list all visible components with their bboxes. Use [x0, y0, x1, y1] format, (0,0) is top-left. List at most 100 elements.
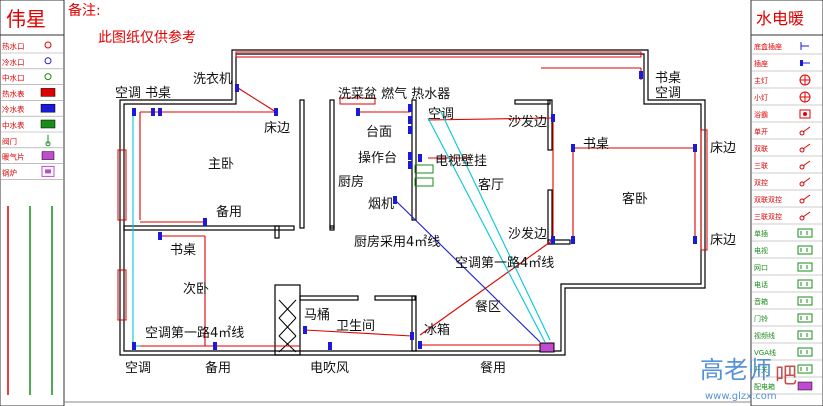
cold-water-meter-icon — [40, 103, 56, 113]
triple-dual-control-icon — [799, 211, 811, 221]
plan-label-dining: 餐用 — [480, 360, 506, 376]
socket-marker — [203, 218, 207, 226]
phone-port-icon — [797, 279, 813, 289]
socket-icon — [800, 60, 810, 66]
socket-marker — [408, 116, 412, 124]
switch-icon — [797, 364, 813, 374]
boiler-icon — [41, 165, 55, 177]
plan-label-counter: 台面 — [366, 125, 392, 140]
plan-label-second-bedroom: 次卧 — [183, 281, 209, 297]
watermark-text: 高老师 — [700, 356, 772, 384]
power-wires — [139, 67, 696, 347]
distribution-box — [539, 342, 555, 353]
plan-label-ac-top-right: 空调 — [655, 86, 681, 101]
plan-label-kitchen-wire: 厨房采用4㎡线 — [354, 234, 440, 250]
window-kitchen — [339, 97, 376, 105]
watermark-sub: 吧 — [775, 364, 797, 389]
socket-marker — [639, 71, 643, 79]
right-legend-label: 视频线 — [754, 331, 775, 340]
hot-water-outlet-circle-icon — [44, 41, 52, 49]
bath-heater-icon — [799, 109, 811, 119]
floor-plan-walls — [119, 49, 706, 356]
right-legend-label: 配电箱 — [754, 382, 775, 391]
plan-label-bedside-master: 床边 — [264, 121, 290, 136]
plan-label-bathroom: 卫生间 — [336, 319, 375, 334]
plan-label-spare-bottom: 备用 — [205, 360, 231, 376]
notes-title: 备注: — [68, 2, 101, 19]
plan-label-hair-dryer: 电吹风 — [310, 361, 349, 376]
watermark: 高老师 吧 www.glzx.com — [700, 356, 797, 402]
plan-label-range-hood: 烟机 — [368, 197, 394, 212]
right-legend-panel: 水电暖 底盒插座插座主灯小灯浴霸单开双联三联双控双联双控三联双控单插电视网口电话… — [750, 0, 823, 406]
right-legend-label: 音箱 — [754, 297, 768, 306]
left-legend-label: 中水口 — [2, 73, 25, 83]
right-legend-label: 底盒插座 — [754, 42, 782, 51]
network-port-icon — [797, 262, 813, 272]
plan-label-ac-center: 空调 — [428, 107, 454, 122]
right-legend-label: 单开 — [754, 127, 768, 136]
socket-marker — [151, 108, 155, 116]
speaker-port-icon — [797, 296, 813, 306]
right-legend-label: 开关 — [754, 365, 768, 374]
socket-marker — [132, 342, 136, 350]
right-legend-label: 浴霸 — [754, 110, 768, 119]
notes-line-1: 此图纸仅供参考 — [98, 29, 196, 46]
ac-wires — [132, 109, 551, 347]
left-legend-label: 中水表 — [2, 120, 25, 130]
plan-label-toilet: 马桶 — [304, 308, 330, 323]
right-legend-label: 小灯 — [754, 93, 768, 102]
right-legend-label: 主灯 — [754, 76, 768, 85]
right-legend-label: 插座 — [754, 59, 768, 68]
socket-marker — [274, 108, 278, 116]
socket-marker — [408, 104, 412, 112]
left-legend-label: 冷水口 — [2, 57, 25, 67]
plan-label-spare-master: 备用 — [216, 204, 242, 220]
plan-label-sofa-edge-bottom: 沙发边 — [508, 226, 547, 242]
small-light-icon — [799, 91, 811, 103]
socket-marker — [693, 144, 697, 152]
plan-label-ac-top-left: 空调 — [115, 86, 141, 101]
window-left — [117, 149, 127, 221]
socket-marker — [213, 342, 217, 350]
vga-cable-icon — [797, 347, 813, 357]
plan-label-kitchen: 厨房 — [338, 174, 364, 190]
socket-marker — [551, 114, 555, 122]
left-legend-label: 锅炉 — [2, 167, 17, 177]
socket-marker — [418, 154, 422, 162]
socket-marker — [571, 236, 575, 244]
socket-marker — [132, 108, 136, 116]
valve-icon — [45, 134, 51, 147]
left-legend-label: 热水口 — [2, 41, 25, 51]
right-legend-label: 单插 — [754, 229, 768, 238]
plan-label-living-room: 客厅 — [478, 177, 504, 193]
socket-marker — [693, 236, 697, 244]
plan-label-master-bedroom: 主卧 — [208, 157, 234, 172]
plan-label-desk-top-right: 书桌 — [655, 71, 681, 86]
plan-label-ac-circuit-right: 空调第一路4㎡线 — [455, 255, 554, 271]
plan-label-desk-guest: 书桌 — [583, 137, 609, 152]
single-switch-icon — [799, 126, 811, 136]
plan-label-tv-wall: 电视壁挂 — [435, 154, 487, 169]
left-legend-label: 阀门 — [2, 137, 17, 146]
main-light-icon — [799, 74, 811, 86]
grey-water-meter-icon — [40, 119, 56, 129]
single-plug-icon — [797, 228, 813, 238]
grey-water-outlet-circle-icon — [44, 73, 52, 81]
socket-marker — [408, 152, 412, 160]
right-legend-label: 双联 — [754, 144, 768, 153]
socket-marker — [303, 326, 307, 334]
socket-marker — [356, 108, 360, 116]
plan-label-sofa-edge-top: 沙发边 — [508, 114, 547, 130]
window-top — [235, 51, 642, 58]
socket-marker — [418, 341, 422, 349]
double-dual-control-icon — [799, 194, 811, 204]
left-legend-label: 冷水表 — [2, 104, 25, 114]
video-cable-icon — [797, 330, 813, 340]
window-left-lower — [117, 269, 127, 321]
cold-water-outlet-circle-icon — [44, 57, 52, 65]
stairwell-hatch — [278, 299, 297, 353]
plan-label-bedside-guest-bottom: 床边 — [710, 233, 736, 248]
hot-water-meter-icon — [40, 88, 56, 97]
plan-label-desk-second: 书桌 — [170, 243, 196, 258]
left-legend-label: 热水表 — [2, 88, 25, 98]
